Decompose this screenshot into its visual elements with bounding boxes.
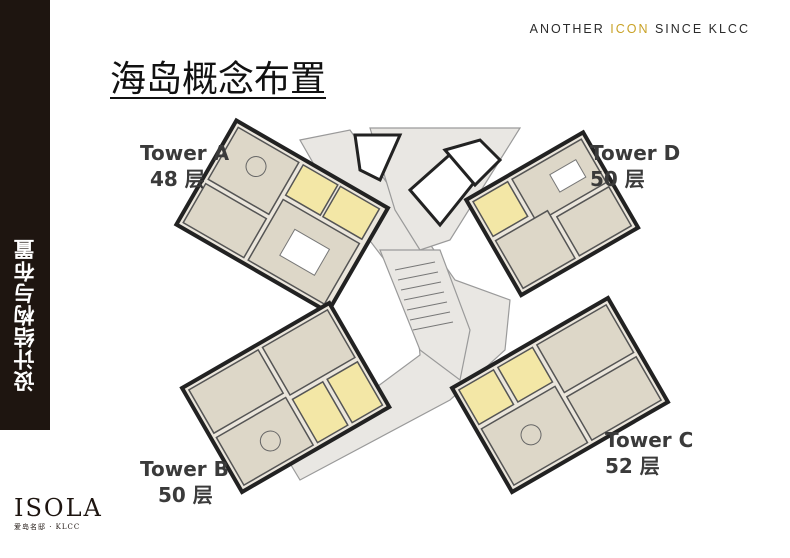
page-title: 海岛概念布置 <box>110 59 327 100</box>
tagline-pre: ANOTHER <box>529 22 611 36</box>
logo-sub: 爱岛名邸 · KLCC <box>14 523 81 531</box>
tower-b-plan <box>179 300 393 495</box>
tower-a-name: Tower A <box>140 141 230 165</box>
tower-a-plan <box>173 117 391 315</box>
tagline: ANOTHER ICON SINCE KLCC <box>530 22 750 36</box>
tower-d-label: Tower D 50 层 <box>590 140 680 192</box>
stairs <box>394 261 454 331</box>
tower-c-label: Tower C 52 层 <box>605 427 693 479</box>
tower-c-plan <box>449 295 671 495</box>
isola-logo: ISOLA 爱岛名邸 · KLCC <box>14 494 103 550</box>
tower-d-plan <box>463 129 641 298</box>
tower-d-floors: 50 层 <box>590 167 645 191</box>
tower-b-label: Tower B 50 层 <box>140 456 229 508</box>
tagline-post: SINCE KLCC <box>649 22 750 36</box>
tagline-accent: ICON <box>610 22 650 36</box>
tower-a-floors: 48 层 <box>150 167 205 191</box>
tower-b-name: Tower B <box>140 457 229 481</box>
tower-d-name: Tower D <box>590 141 681 165</box>
tower-c-name: Tower C <box>605 428 694 452</box>
sidebar: 设计结构与布置 <box>0 0 50 430</box>
tower-b-floors: 50 层 <box>158 483 213 507</box>
logo-word: ISOLA <box>14 494 103 522</box>
tower-c-floors: 52 层 <box>605 454 660 478</box>
tower-a-label: Tower A 48 层 <box>140 140 229 192</box>
elevator-shafts <box>353 133 503 228</box>
